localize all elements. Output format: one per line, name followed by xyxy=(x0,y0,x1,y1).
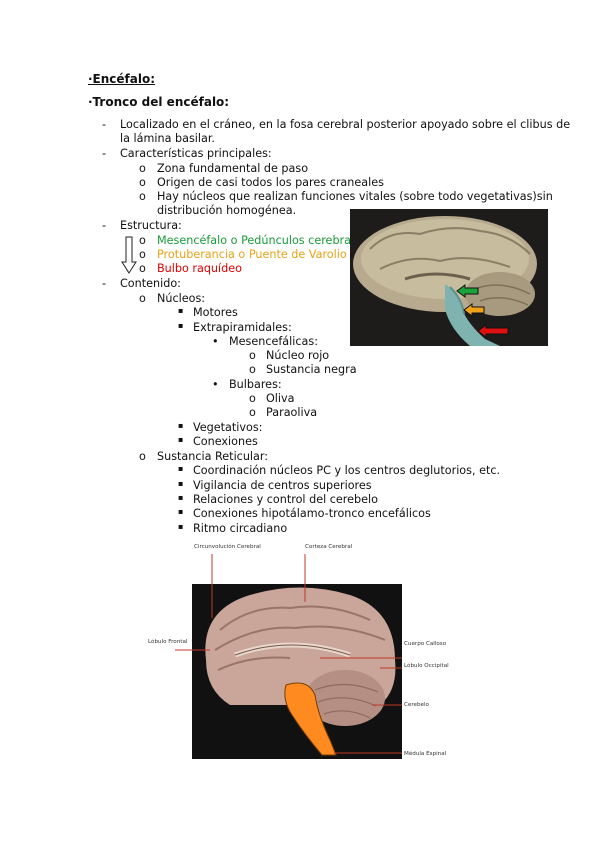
mesencefalicas-item: Núcleo rojo xyxy=(266,349,330,362)
nucleos-item: Extrapiramidales: xyxy=(193,321,292,334)
bullet-o: o xyxy=(139,262,146,275)
contenido-title: Contenido: xyxy=(120,277,181,290)
bullet-square: ▪ xyxy=(178,321,184,330)
label-corteza: Corteza Cerebral xyxy=(305,544,353,550)
label-cuerpo-calloso: Cuerpo Calloso xyxy=(404,641,447,647)
bullet-square: ▪ xyxy=(178,306,184,315)
brain-diagram xyxy=(175,554,402,759)
bullet-dot: • xyxy=(212,335,219,348)
caract-title: Características principales: xyxy=(120,147,272,160)
reticular-item: Coordinación núcleos PC y los centros de… xyxy=(193,464,501,477)
bulbares-item: Paraoliva xyxy=(266,406,318,419)
bullet-o: o xyxy=(249,406,256,419)
nucleos-item: Motores xyxy=(193,306,238,319)
bullet-square: ▪ xyxy=(178,493,184,502)
bullet-o: o xyxy=(249,363,256,376)
estructura-mesencefalo: Mesencéfalo o Pedúnculos cerebrales xyxy=(157,234,367,247)
reticular-item: Conexiones hipotálamo-tronco encefálicos xyxy=(193,507,431,520)
bullet-square: ▪ xyxy=(178,479,184,488)
brainstem-photo xyxy=(350,209,548,346)
bullet-square: ▪ xyxy=(178,435,184,444)
caract-item: Zona fundamental de paso xyxy=(157,162,309,175)
label-lobulo-occipital: Lóbulo Occipital xyxy=(404,663,449,669)
reticular-title: Sustancia Reticular: xyxy=(157,450,269,463)
red-arrow-icon xyxy=(477,324,509,338)
down-arrow-icon xyxy=(121,236,137,274)
label-lobulo-frontal: Lóbulo Frontal xyxy=(148,639,188,645)
bullet-o: o xyxy=(139,162,146,175)
nucleos-title: Núcleos: xyxy=(157,292,206,305)
bullet-square: ▪ xyxy=(178,522,184,531)
reticular-item: Vigilancia de centros superiores xyxy=(193,479,372,492)
bullet-o: o xyxy=(139,234,146,247)
label-circunvolucion: Circunvolución Cerebral xyxy=(194,544,261,550)
orange-arrow-icon xyxy=(463,303,485,317)
label-cerebelo: Cerebelo xyxy=(404,702,429,708)
bullet-o: o xyxy=(249,349,256,362)
estructura-title: Estructura: xyxy=(120,219,182,232)
caract-item: Hay núcleos que realizan funciones vital… xyxy=(157,190,553,203)
loc-line2: la lámina basilar. xyxy=(120,132,215,145)
caract-item: distribución homogénea. xyxy=(157,204,297,217)
bullet-o: o xyxy=(249,392,256,405)
green-arrow-icon xyxy=(456,284,479,298)
bulbares-item: Oliva xyxy=(266,392,295,405)
bullet-o: o xyxy=(139,450,146,463)
estructura-protuberancia: Protuberancia o Puente de Varolio xyxy=(157,248,347,261)
bullet-o: o xyxy=(139,176,146,189)
page-heading: ·Encéfalo: xyxy=(88,72,156,86)
reticular-item: Ritmo circadiano xyxy=(193,522,288,535)
caract-item: Origen de casi todos los pares craneales xyxy=(157,176,384,189)
bulbares-title: Bulbares: xyxy=(229,378,282,391)
bullet-square: ▪ xyxy=(178,507,184,516)
estructura-bulbo: Bulbo raquídeo xyxy=(157,262,242,275)
nucleos-item: Vegetativos: xyxy=(193,421,263,434)
bullet-o: o xyxy=(139,248,146,261)
bullet-o: o xyxy=(139,190,146,203)
bullet-dot: • xyxy=(212,378,219,391)
mesencefalicas-title: Mesencefálicas: xyxy=(229,335,318,348)
nucleos-item: Conexiones xyxy=(193,435,258,448)
label-medula: Médula Espinal xyxy=(404,751,447,757)
section-heading: ·Tronco del encéfalo: xyxy=(88,95,230,109)
mesencefalicas-item: Sustancia negra xyxy=(266,363,357,376)
loc-line1: Localizado en el cráneo, en la fosa cere… xyxy=(120,118,571,131)
bullet-o: o xyxy=(139,292,146,305)
reticular-item: Relaciones y control del cerebelo xyxy=(193,493,378,506)
bullet-square: ▪ xyxy=(178,421,184,430)
bullet-square: ▪ xyxy=(178,464,184,473)
